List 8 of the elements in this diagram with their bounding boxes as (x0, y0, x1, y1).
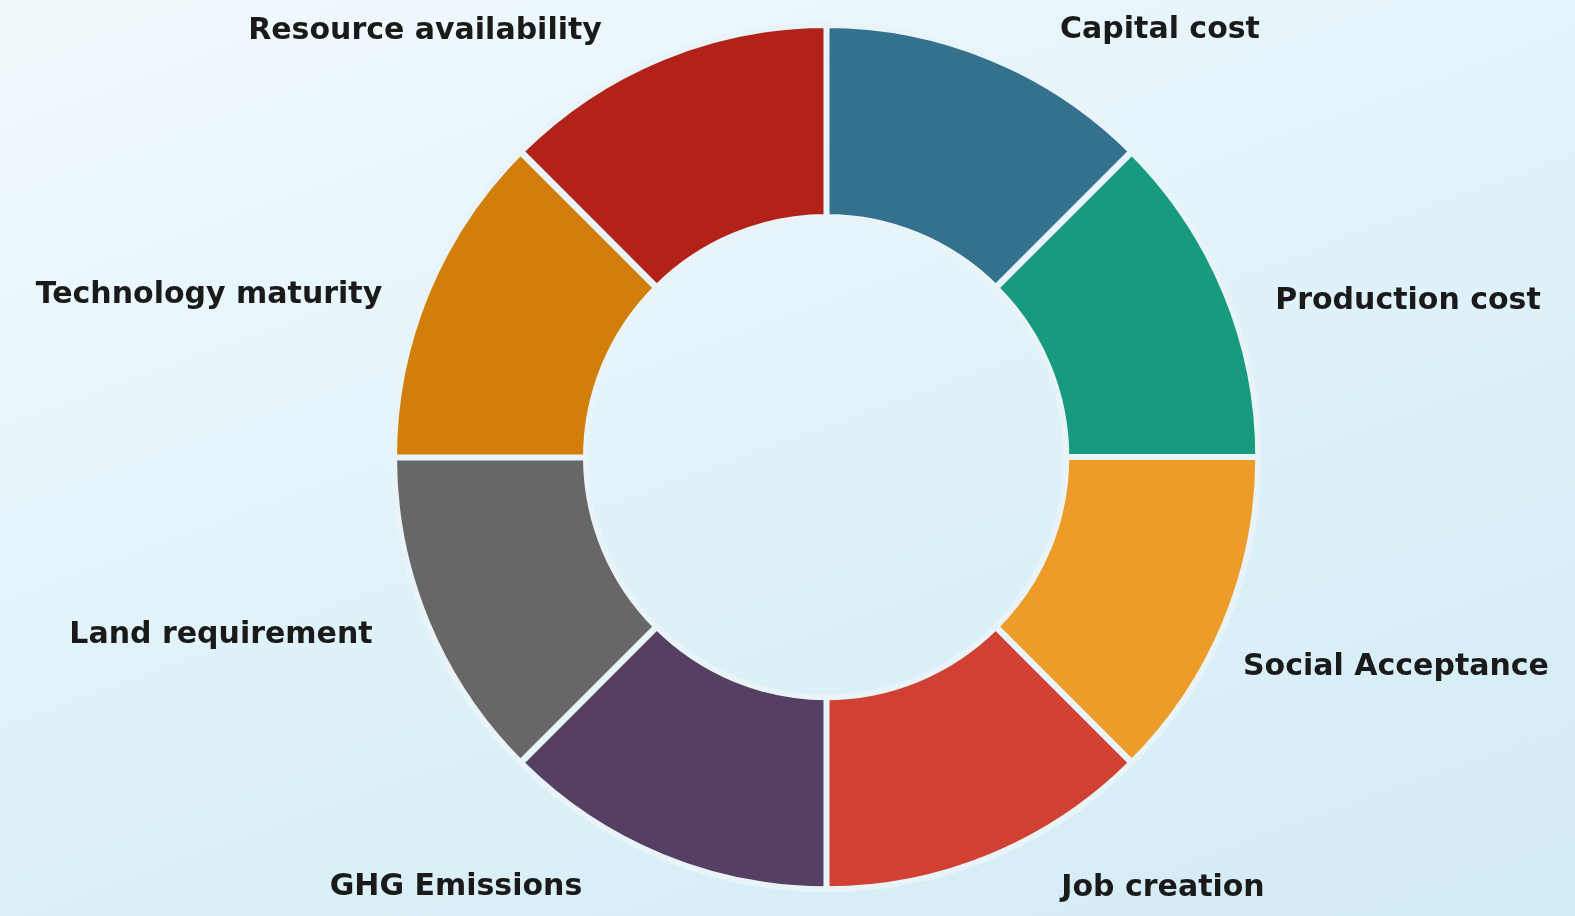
segment-label: Social Acceptance (1243, 646, 1549, 682)
segment-label: Job creation (1061, 867, 1265, 903)
segment-label: Technology maturity (35, 274, 383, 310)
segment-label: Resource availability (248, 10, 602, 46)
segment-label: GHG Emissions (329, 866, 583, 902)
segment-label: Capital cost (1060, 9, 1260, 45)
segment-label: Land requirement (69, 614, 373, 650)
segment-label: Production cost (1275, 280, 1541, 316)
